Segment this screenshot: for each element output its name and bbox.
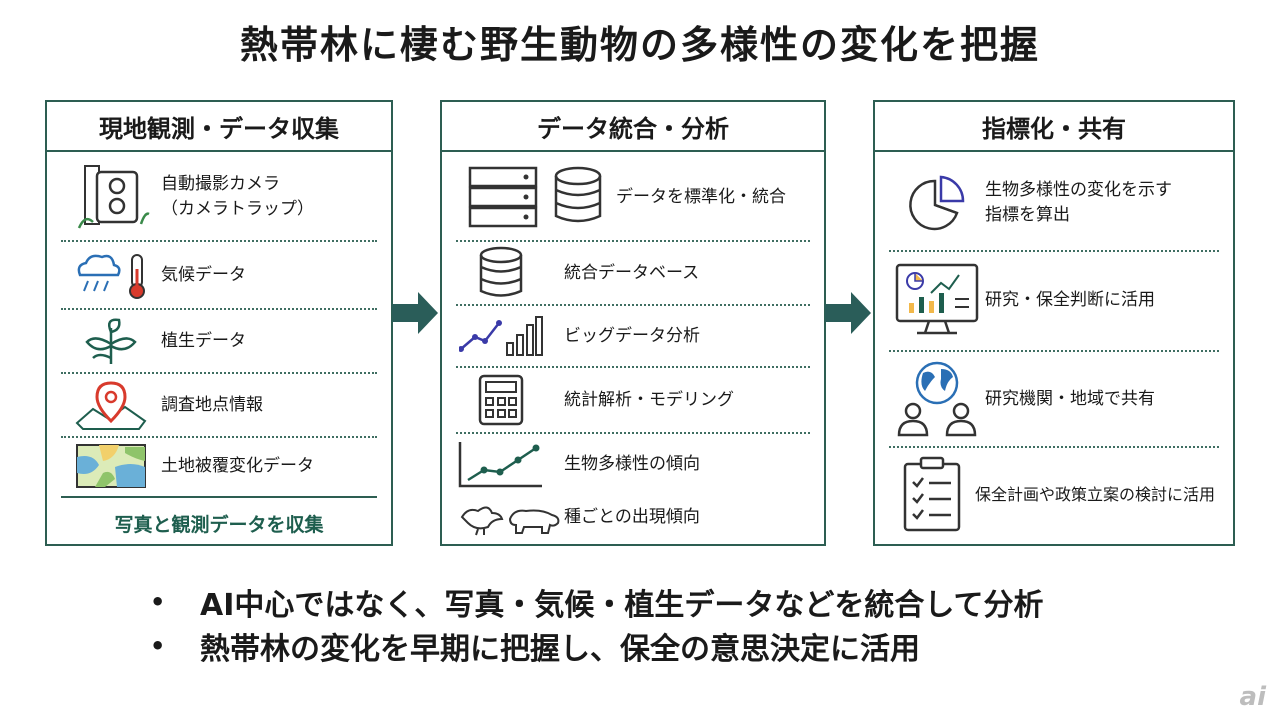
list-item: 生物多様性の変化を示す 指標を算出 <box>889 162 1219 244</box>
item-label: 自動撮影カメラ <box>161 174 280 195</box>
item-label: 調査地点情報 <box>161 394 263 415</box>
divider <box>61 240 377 242</box>
list-item: 保全計画や政策立案の検討に活用 <box>889 450 1219 540</box>
plant-leaves-icon <box>61 316 161 366</box>
list-item: 統合データベース <box>456 244 810 302</box>
right-arrow-icon <box>392 290 440 336</box>
bird-animal-icon <box>456 497 564 537</box>
divider <box>61 436 377 438</box>
item-label: （カメラトラップ） <box>161 199 314 219</box>
bullet-text: AI中心ではなく、写真・気候・植生データなどを統合して分析 <box>200 588 1044 623</box>
list-item: 自動撮影カメラ （カメラトラップ） <box>61 160 377 234</box>
list-item: データを標準化・統合 <box>456 160 810 234</box>
list-item: 気候データ <box>61 244 377 306</box>
summary-bullets: • AI中心ではなく、写真・気候・植生データなどを統合して分析 • 熱帯林の変化… <box>150 580 1043 668</box>
divider <box>456 366 810 368</box>
list-item: 生物多様性の傾向 <box>456 436 810 492</box>
page-title: 熱帯林に棲む野生動物の多様性の変化を把握 <box>239 23 1040 67</box>
pie-chart-icon <box>889 173 985 233</box>
trend-line-icon <box>456 440 546 488</box>
globe-people-icon <box>889 361 985 437</box>
item-label: 生物多様性の変化を示す <box>985 180 1172 201</box>
item-label: データを標準化・統合 <box>616 186 786 207</box>
panel-data-analysis: データ統合・分析 データを標準化・統合 統合 <box>440 100 826 546</box>
divider <box>456 304 810 306</box>
divider <box>889 250 1219 252</box>
list-item: 研究機関・地域で共有 <box>889 354 1219 444</box>
ai-logo: ai <box>1239 682 1266 712</box>
camera-trap-icon <box>61 162 161 232</box>
land-cover-map-icon <box>61 443 161 489</box>
list-item: 土地被覆変化データ <box>61 440 377 492</box>
server-database-icon <box>456 164 616 230</box>
clipboard-checklist-icon <box>889 456 975 534</box>
panel-indicators-sharing: 指標化・共有 生物多様性の変化を示す 指標を算出 <box>873 100 1235 546</box>
weather-thermometer-icon <box>61 249 161 301</box>
list-item: 調査地点情報 <box>61 376 377 434</box>
panel-footer: 写真と観測データを収集 <box>114 514 324 536</box>
list-item: • AI中心ではなく、写真・気候・植生データなどを統合して分析 <box>150 580 1043 624</box>
map-pin-icon <box>61 379 161 431</box>
item-label: 土地被覆変化データ <box>161 455 314 476</box>
item-label: 種ごとの出現傾向 <box>564 506 700 527</box>
bullet-icon: • <box>150 588 166 616</box>
item-label: 植生データ <box>161 330 246 351</box>
panel-heading: 現地観測・データ収集 <box>47 102 391 152</box>
item-label: 研究機関・地域で共有 <box>985 388 1155 409</box>
big-data-chart-icon <box>456 315 546 357</box>
item-label: 統合データベース <box>564 262 700 283</box>
item-label: 生物多様性の傾向 <box>564 453 700 474</box>
divider <box>456 240 810 242</box>
item-label: ビッグデータ分析 <box>564 325 700 346</box>
calculator-icon <box>456 374 546 426</box>
list-item: 種ごとの出現傾向 <box>456 494 810 540</box>
list-item: 統計解析・モデリング <box>456 370 810 430</box>
item-label: 気候データ <box>161 264 246 285</box>
bullet-icon: • <box>150 632 166 660</box>
divider <box>61 308 377 310</box>
list-item: ビッグデータ分析 <box>456 308 810 364</box>
panel-heading: 指標化・共有 <box>875 102 1233 152</box>
divider <box>61 496 377 498</box>
divider <box>456 432 810 434</box>
list-item: • 熱帯林の変化を早期に把握し、保全の意思決定に活用 <box>150 624 1043 668</box>
list-item: 研究・保全判断に活用 <box>889 254 1219 346</box>
list-item: 植生データ <box>61 312 377 370</box>
item-label: 保全計画や政策立案の検討に活用 <box>975 485 1216 505</box>
panel-data-collection: 現地観測・データ収集 自動撮影カメラ （カメラトラップ） <box>45 100 393 546</box>
database-icon <box>456 246 546 300</box>
bullet-text: 熱帯林の変化を早期に把握し、保全の意思決定に活用 <box>200 632 920 667</box>
divider <box>61 372 377 374</box>
right-arrow-icon <box>825 290 873 336</box>
item-label: 統計解析・モデリング <box>564 389 734 410</box>
panel-heading: データ統合・分析 <box>442 102 824 152</box>
monitor-chart-icon <box>889 263 985 337</box>
item-label: 指標を算出 <box>985 205 1070 225</box>
divider <box>889 446 1219 448</box>
divider <box>889 350 1219 352</box>
item-label: 研究・保全判断に活用 <box>985 289 1155 310</box>
